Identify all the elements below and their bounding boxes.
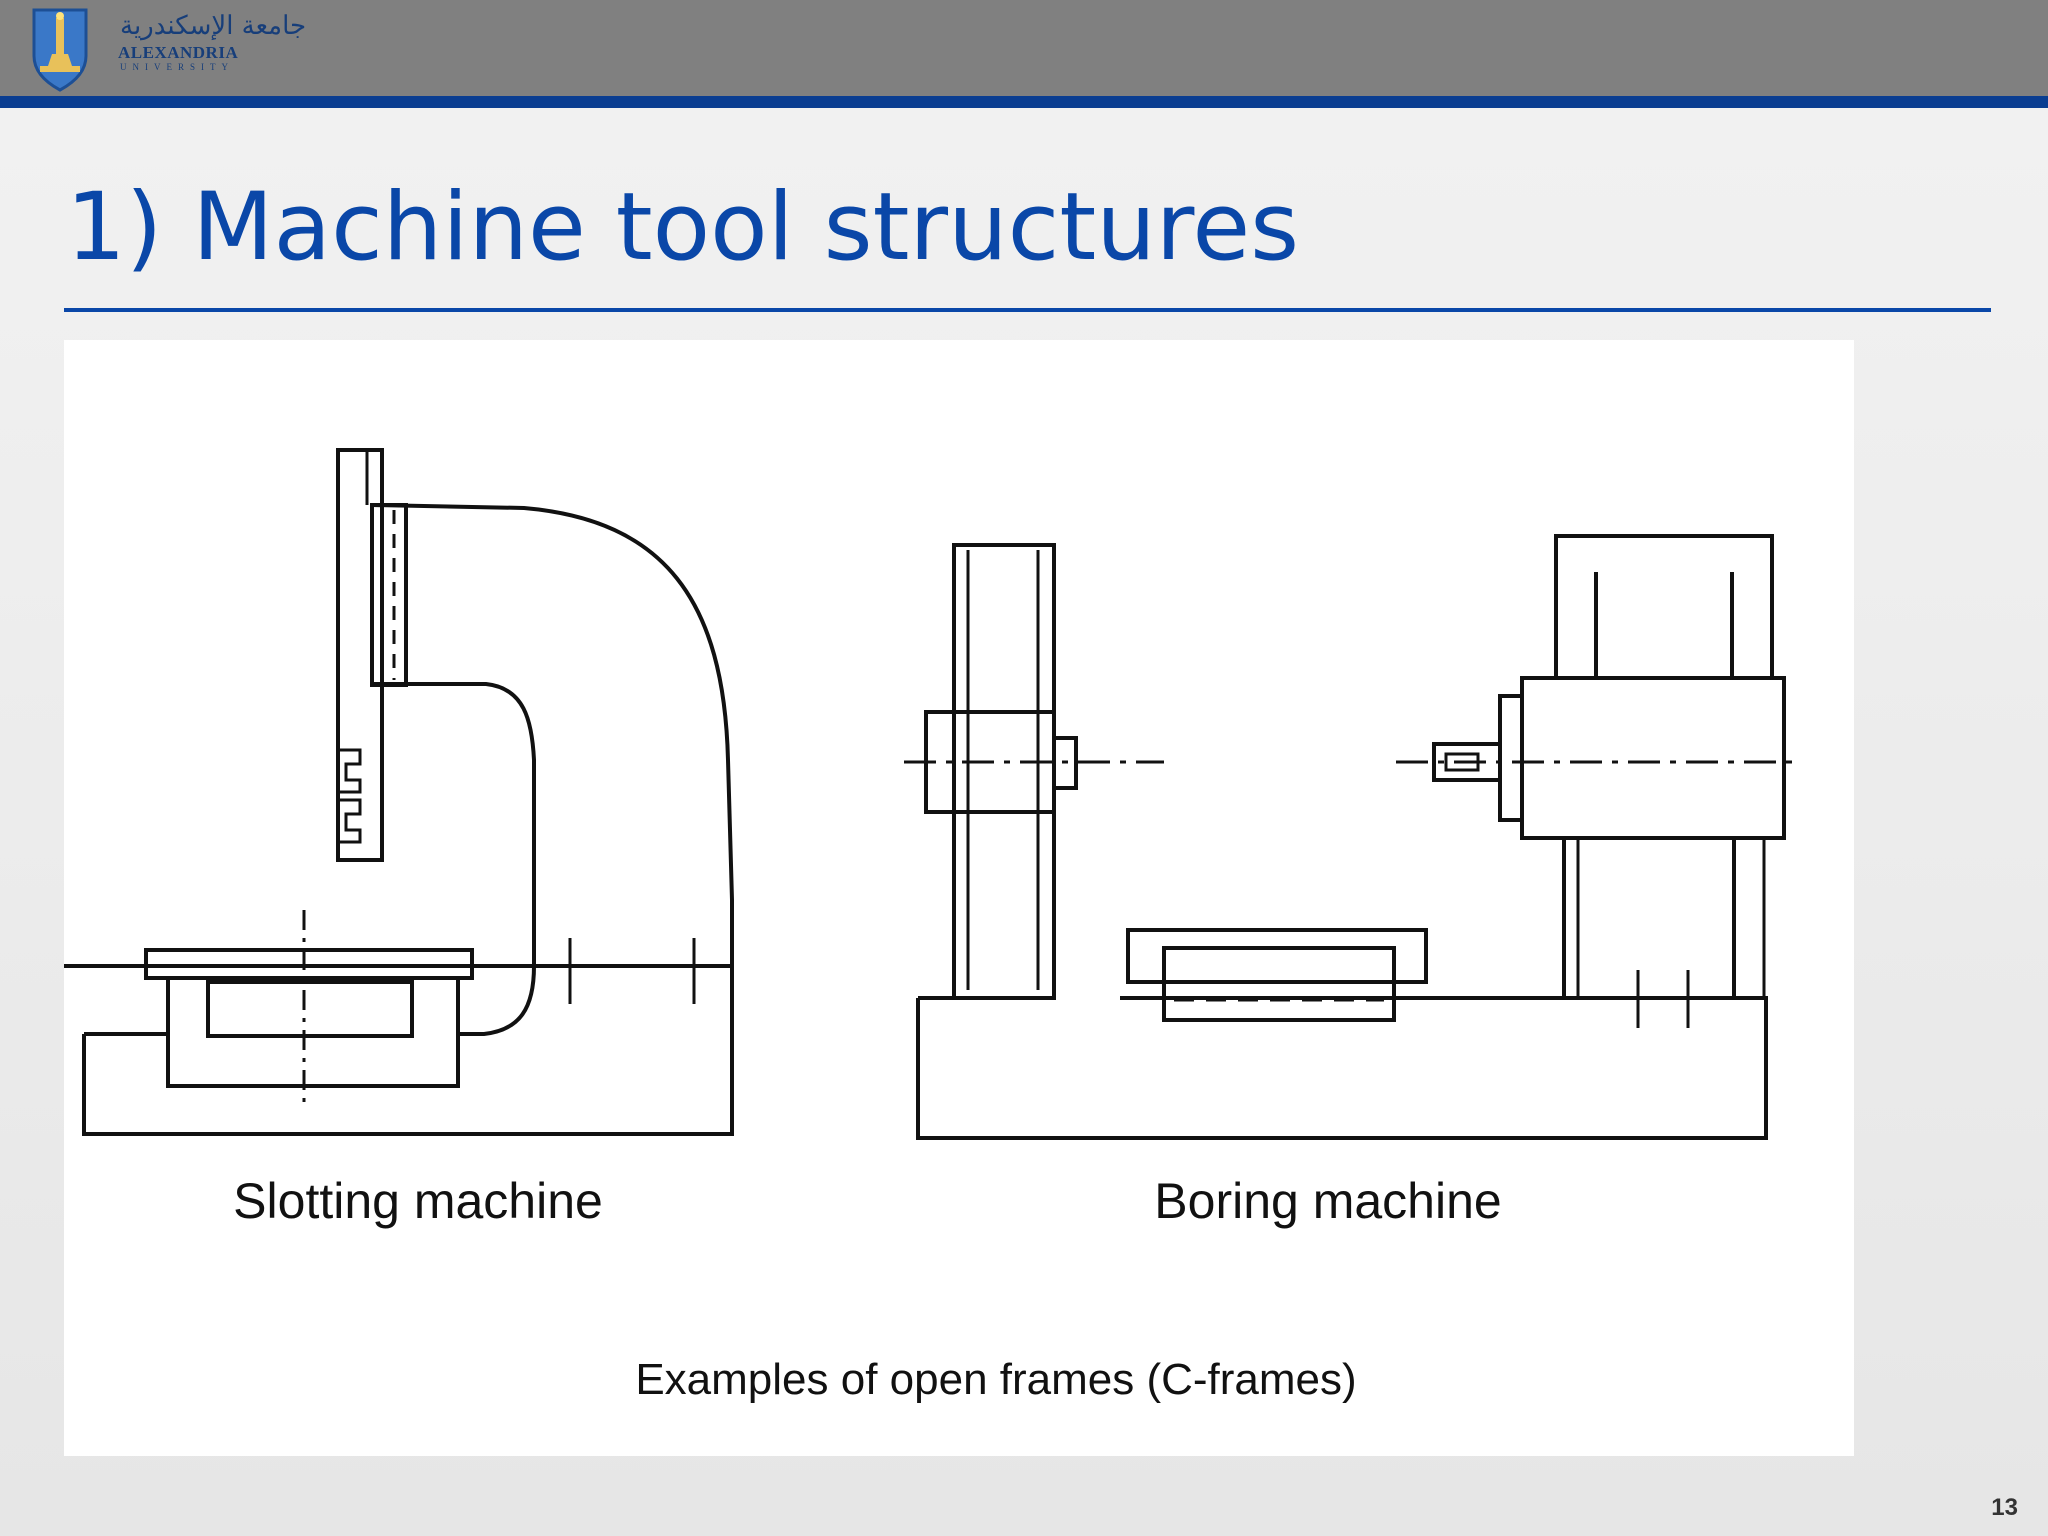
logo-english-text: ALEXANDRIA — [118, 43, 239, 62]
shield-icon — [32, 8, 88, 92]
c-frame-diagram: Slotting machine Boring machine Examples… — [64, 448, 1794, 1404]
top-bar-rule — [0, 96, 2048, 108]
top-bar — [0, 0, 2048, 96]
boring-machine-drawing — [904, 534, 1794, 1140]
title-underline — [64, 308, 1991, 312]
boring-machine-label: Boring machine — [1154, 1173, 1501, 1229]
alexandria-university-logo: جامعة الإسكندرية ALEXANDRIA UNIVERSITY — [30, 4, 306, 94]
figure-caption: Examples of open frames (C-frames) — [635, 1355, 1356, 1404]
slotting-machine-label: Slotting machine — [233, 1173, 603, 1229]
slotting-machine-drawing — [64, 448, 734, 1136]
figure-panel: Slotting machine Boring machine Examples… — [64, 340, 1854, 1456]
logo-arabic-text: جامعة الإسكندرية — [120, 11, 307, 41]
slide-title: 1) Machine tool structures — [66, 173, 1300, 282]
page-number: 13 — [1991, 1494, 2018, 1521]
logo-subtitle-text: UNIVERSITY — [120, 62, 234, 72]
